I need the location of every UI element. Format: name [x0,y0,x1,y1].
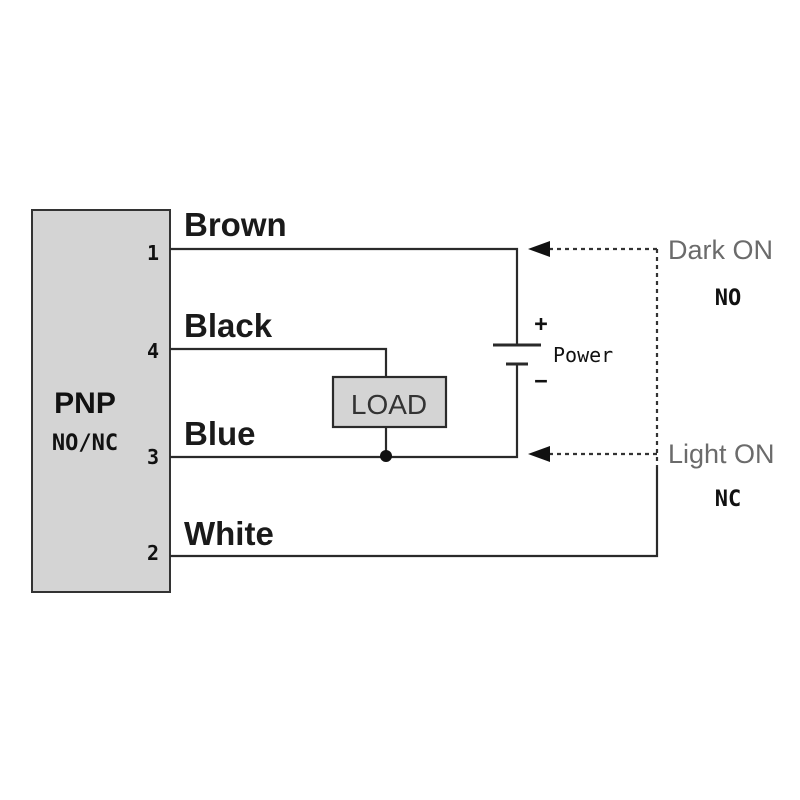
light-on-arrow-icon [528,446,550,462]
wire-label-brown: Brown [184,206,287,243]
wire-label-black: Black [184,307,273,344]
pin-number-3: 3 [147,445,159,469]
nc-label: NC [715,487,742,512]
sensor-type: PNP [54,387,116,420]
no-label: NO [715,286,742,311]
black-wire [170,347,388,377]
pin-number-2: 2 [147,541,159,565]
wire-label-blue: Blue [184,415,256,452]
sensor-body [31,209,171,593]
junction-dot [380,450,392,462]
load-label: LOAD [351,389,427,420]
pin-number-4: 4 [147,339,159,363]
power-minus: − [534,369,547,394]
brown-wire [170,247,519,345]
dark-on-arrow-icon [528,241,550,257]
sensor-mode: NO/NC [52,431,118,456]
light-on-label: Light ON [668,439,775,469]
power-plus: + [534,312,547,337]
power-label: Power [553,343,613,367]
dark-on-label: Dark ON [668,235,773,265]
load-box [331,375,448,429]
wire-label-white: White [184,515,274,552]
white-wire [170,467,659,558]
power-negative-wire [170,364,519,459]
pin-number-1: 1 [147,241,159,265]
